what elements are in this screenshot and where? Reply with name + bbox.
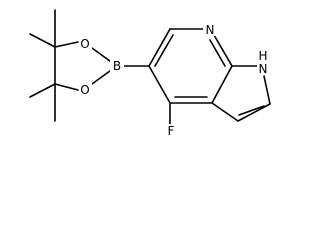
oxygen-lower-label: O xyxy=(80,83,89,97)
pyrrole-ring xyxy=(211,65,271,122)
methyl-bond-lower-left xyxy=(29,83,56,98)
boron-label: B xyxy=(113,59,121,73)
pyrrole-hydrogen-label: H xyxy=(258,49,267,63)
chemical-structure-diagram: B O O N N H F xyxy=(29,9,271,138)
bond-n7-c7a xyxy=(213,34,233,67)
pyridine-nitrogen-label: N xyxy=(206,23,215,37)
bond-c-o-lower xyxy=(54,83,79,91)
bond-c2-c3-inner xyxy=(238,105,265,116)
pinacol-boronate-group xyxy=(29,9,115,122)
bond-n1-c2 xyxy=(263,75,271,105)
bond-c5-c6 xyxy=(148,28,171,67)
bond-c7a-c3a xyxy=(211,65,233,104)
bond-c3-c3a xyxy=(211,102,239,122)
bond-c2-c3 xyxy=(237,103,271,122)
atom-labels: B O O N N H F xyxy=(79,23,269,138)
fluorine-label: F xyxy=(168,124,175,138)
bond-n7-c7a-inner xyxy=(209,39,226,67)
pyridine-ring xyxy=(148,28,233,104)
bond-c4-c5 xyxy=(148,65,171,104)
oxygen-upper-label: O xyxy=(80,37,89,51)
bond-o-c-upper xyxy=(54,41,79,48)
methyl-bond-upper-left xyxy=(29,33,56,48)
bond-c5-c6-inner xyxy=(154,34,174,67)
pyrrole-nitrogen-label: N xyxy=(259,62,268,76)
